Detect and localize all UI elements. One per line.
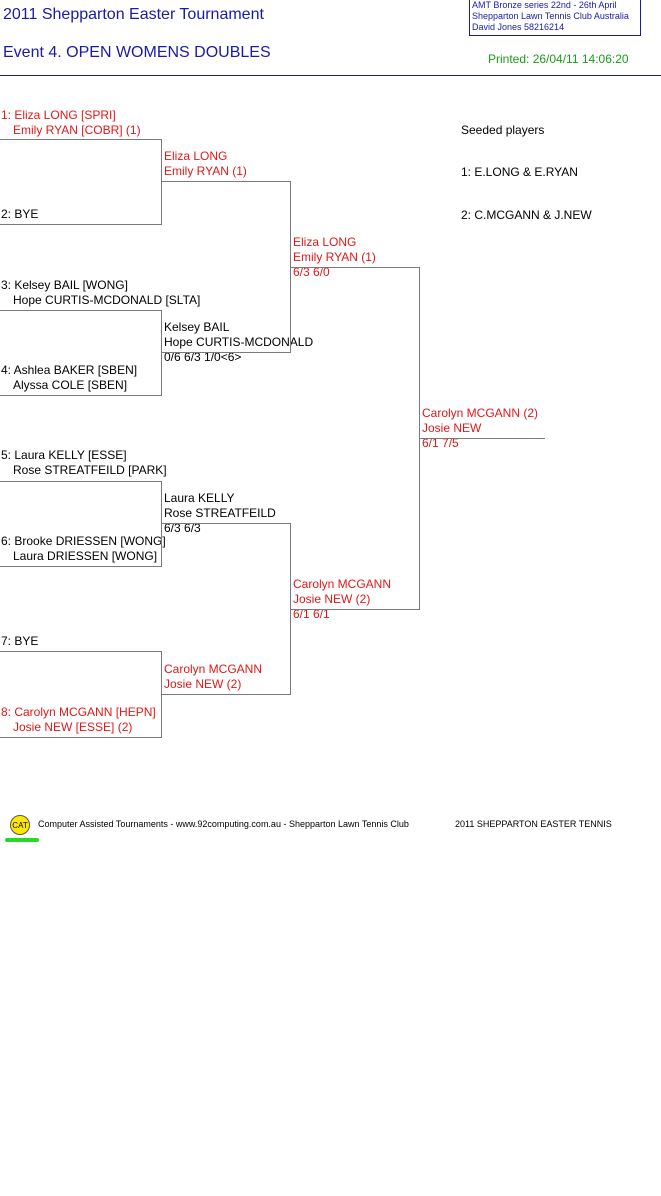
r2-slot-4: Carolyn MCGANN Josie NEW (2)	[164, 662, 262, 692]
r1-slot-7: 7: BYE	[1, 634, 38, 649]
seeds-heading: Seeded players	[461, 123, 545, 137]
bracket-line	[161, 523, 290, 524]
player-line: Carolyn MCGANN (2)	[422, 406, 539, 420]
match-score: 6/1 6/1	[293, 607, 330, 621]
bracket-line	[0, 139, 161, 140]
bracket-connector	[161, 481, 162, 567]
bracket-line	[290, 609, 419, 610]
bracket-line	[0, 481, 161, 482]
cat-logo-underline	[5, 838, 39, 842]
event-title: Event 4. OPEN WOMENS DOUBLES	[3, 44, 271, 61]
sf-slot-2: Carolyn MCGANN Josie NEW (2) 6/1 6/1	[293, 577, 391, 622]
partner-line: Rose STREATFEILD [PARK]	[13, 463, 167, 477]
footer-credit: Computer Assisted Tournaments - www.92co…	[38, 819, 409, 829]
player-line: 8: Carolyn MCGANN [HEPN]	[1, 705, 156, 719]
player-line: Eliza LONG	[164, 149, 228, 163]
bracket-line	[0, 224, 161, 225]
r1-slot-1: 1: Eliza LONG [SPRI] Emily RYAN [COBR] (…	[1, 108, 141, 138]
player-line: Laura KELLY	[164, 491, 235, 505]
r1-slot-4: 4: Ashlea BAKER [SBEN] Alyssa COLE [SBEN…	[1, 363, 137, 393]
sf-slot-1: Eliza LONG Emily RYAN (1) 6/3 6/0	[293, 235, 376, 280]
seed-entry: 1: E.LONG & E.RYAN	[461, 165, 578, 179]
player-line: 2: BYE	[1, 207, 39, 221]
player-line: 7: BYE	[1, 634, 39, 648]
info-line: David Jones 58216214	[472, 22, 565, 32]
partner-line: Emily RYAN [COBR] (1)	[13, 123, 141, 137]
bracket-line	[161, 181, 290, 182]
bracket-line	[0, 310, 161, 311]
info-line: Shepparton Lawn Tennis Club Australia	[472, 11, 629, 21]
partner-line: Josie NEW (2)	[164, 677, 242, 691]
seed-entry: 2: C.MCGANN & J.NEW	[461, 208, 592, 222]
player-line: 4: Ashlea BAKER [SBEN]	[1, 363, 138, 377]
printed-timestamp: Printed: 26/04/11 14:06:20	[488, 52, 629, 66]
bracket-line	[161, 694, 290, 695]
bracket-line	[0, 395, 161, 396]
partner-line: Hope CURTIS-MCDONALD	[164, 335, 314, 349]
match-score: 0/6 6/3 1/0<6>	[164, 350, 242, 364]
bracket-line	[161, 352, 290, 353]
partner-line: Hope CURTIS-MCDONALD [SLTA]	[13, 293, 201, 307]
partner-line: Alyssa COLE [SBEN]	[13, 378, 128, 392]
partner-line: Josie NEW (2)	[293, 592, 371, 606]
player-line: 5: Laura KELLY [ESSE]	[1, 448, 127, 462]
player-line: Kelsey BAIL	[164, 320, 230, 334]
bracket-connector	[161, 139, 162, 225]
partner-line: Rose STREATFEILD	[164, 506, 276, 520]
bracket-line	[419, 438, 545, 439]
r1-slot-2: 2: BYE	[1, 207, 38, 222]
r2-slot-3: Laura KELLY Rose STREATFEILD 6/3 6/3	[164, 491, 276, 536]
final-winner: Carolyn MCGANN (2) Josie NEW 6/1 7/5	[422, 406, 538, 451]
player-line: 1: Eliza LONG [SPRI]	[1, 108, 116, 122]
player-line: 3: Kelsey BAIL [WONG]	[1, 278, 128, 292]
r2-slot-2: Kelsey BAIL Hope CURTIS-MCDONALD 0/6 6/3…	[164, 320, 313, 365]
r1-slot-8: 8: Carolyn MCGANN [HEPN] Josie NEW [ESSE…	[1, 705, 156, 735]
footer-event: 2011 SHEPPARTON EASTER TENNIS	[455, 819, 612, 829]
match-score: 6/3 6/0	[293, 265, 330, 279]
r1-slot-5: 5: Laura KELLY [ESSE] Rose STREATFEILD […	[1, 448, 167, 478]
player-line: Carolyn MCGANN	[164, 662, 263, 676]
bracket-line	[0, 737, 161, 738]
r2-slot-1: Eliza LONG Emily RYAN (1)	[164, 149, 247, 179]
bracket-line	[0, 566, 161, 567]
cat-logo: CAT	[10, 815, 30, 835]
partner-line: Josie NEW	[422, 421, 482, 435]
info-line: AMT Bronze series 22nd - 26th April	[472, 0, 617, 10]
partner-line: Laura DRIESSEN [WONG]	[13, 549, 158, 563]
partner-line: Emily RYAN (1)	[293, 250, 376, 264]
bracket-line	[0, 651, 161, 652]
partner-line: Josie NEW [ESSE] (2)	[13, 720, 133, 734]
tournament-info-box: AMT Bronze series 22nd - 26th April Shep…	[469, 0, 641, 36]
player-line: Carolyn MCGANN	[293, 577, 392, 591]
r1-slot-3: 3: Kelsey BAIL [WONG] Hope CURTIS-MCDONA…	[1, 278, 200, 308]
tournament-title: 2011 Shepparton Easter Tournament	[3, 6, 264, 23]
partner-line: Emily RYAN (1)	[164, 164, 247, 178]
header-divider	[0, 75, 661, 76]
bracket-connector	[161, 310, 162, 396]
r1-slot-6: 6: Brooke DRIESSEN [WONG] Laura DRIESSEN…	[1, 534, 166, 564]
match-score: 6/1 7/5	[422, 436, 459, 450]
bracket-line	[290, 267, 419, 268]
match-score: 6/3 6/3	[164, 521, 201, 535]
player-line: 6: Brooke DRIESSEN [WONG]	[1, 534, 166, 548]
player-line: Eliza LONG	[293, 235, 357, 249]
